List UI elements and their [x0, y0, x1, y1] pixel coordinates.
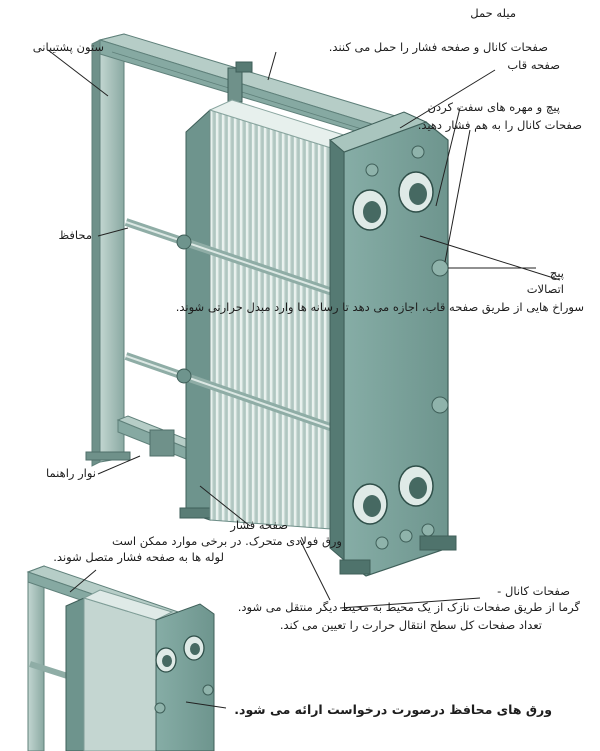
label-guide-bar: نوار راهنما — [46, 466, 96, 480]
label-channel-plates-desc-1: گرما از طریق صفحات نازک از یک محیط به مح… — [237, 600, 580, 614]
frame-plate — [329, 111, 457, 577]
main-exchanger — [85, 33, 457, 577]
label-pressure-plate-desc-1: ورق فولادی متحرک. در برخی موارد ممکن است — [111, 534, 342, 548]
label-carrying-bar: میله حمل — [470, 6, 516, 20]
label-pressure-plate: صفحه فشار — [230, 518, 288, 532]
label-channel-plates-desc-2: تعداد صفحات کل سطح انتقال حرارت را تعیین… — [279, 618, 542, 632]
connection-ports — [352, 171, 434, 525]
support-column — [85, 33, 131, 467]
label-bolt: پیچ — [549, 266, 564, 280]
label-frame-plate: صفحه قاب — [507, 58, 560, 72]
label-support-column: ستون پشتیبانی — [32, 40, 104, 54]
label-guard: محافظ — [58, 228, 92, 242]
label-channel-plates: صفحات کانال - — [497, 584, 570, 598]
label-carrying-bar-desc: صفحات کانال و صفحه فشار را حمل می کنند. — [328, 40, 548, 54]
carrying-bar — [98, 33, 404, 139]
leader-lines — [47, 49, 561, 709]
label-pressure-plate-desc-2: لوله ها به صفحه فشار متصل شوند. — [53, 550, 224, 564]
label-tightening-bolts: پیچ و مهره های سفت کردن — [427, 100, 560, 114]
label-shroud-note: ورق های محافظ درصورت درخواست ارائه می شو… — [234, 702, 552, 717]
label-tightening-bolts-desc: صفحات کانال را به هم فشار دهید. — [417, 118, 582, 132]
label-connections-desc: سوراخ هایی از طریق صفحه قاب، اجازه می ده… — [175, 300, 584, 314]
label-connections: اتصالات — [526, 282, 564, 296]
inset-exchanger — [26, 565, 215, 751]
